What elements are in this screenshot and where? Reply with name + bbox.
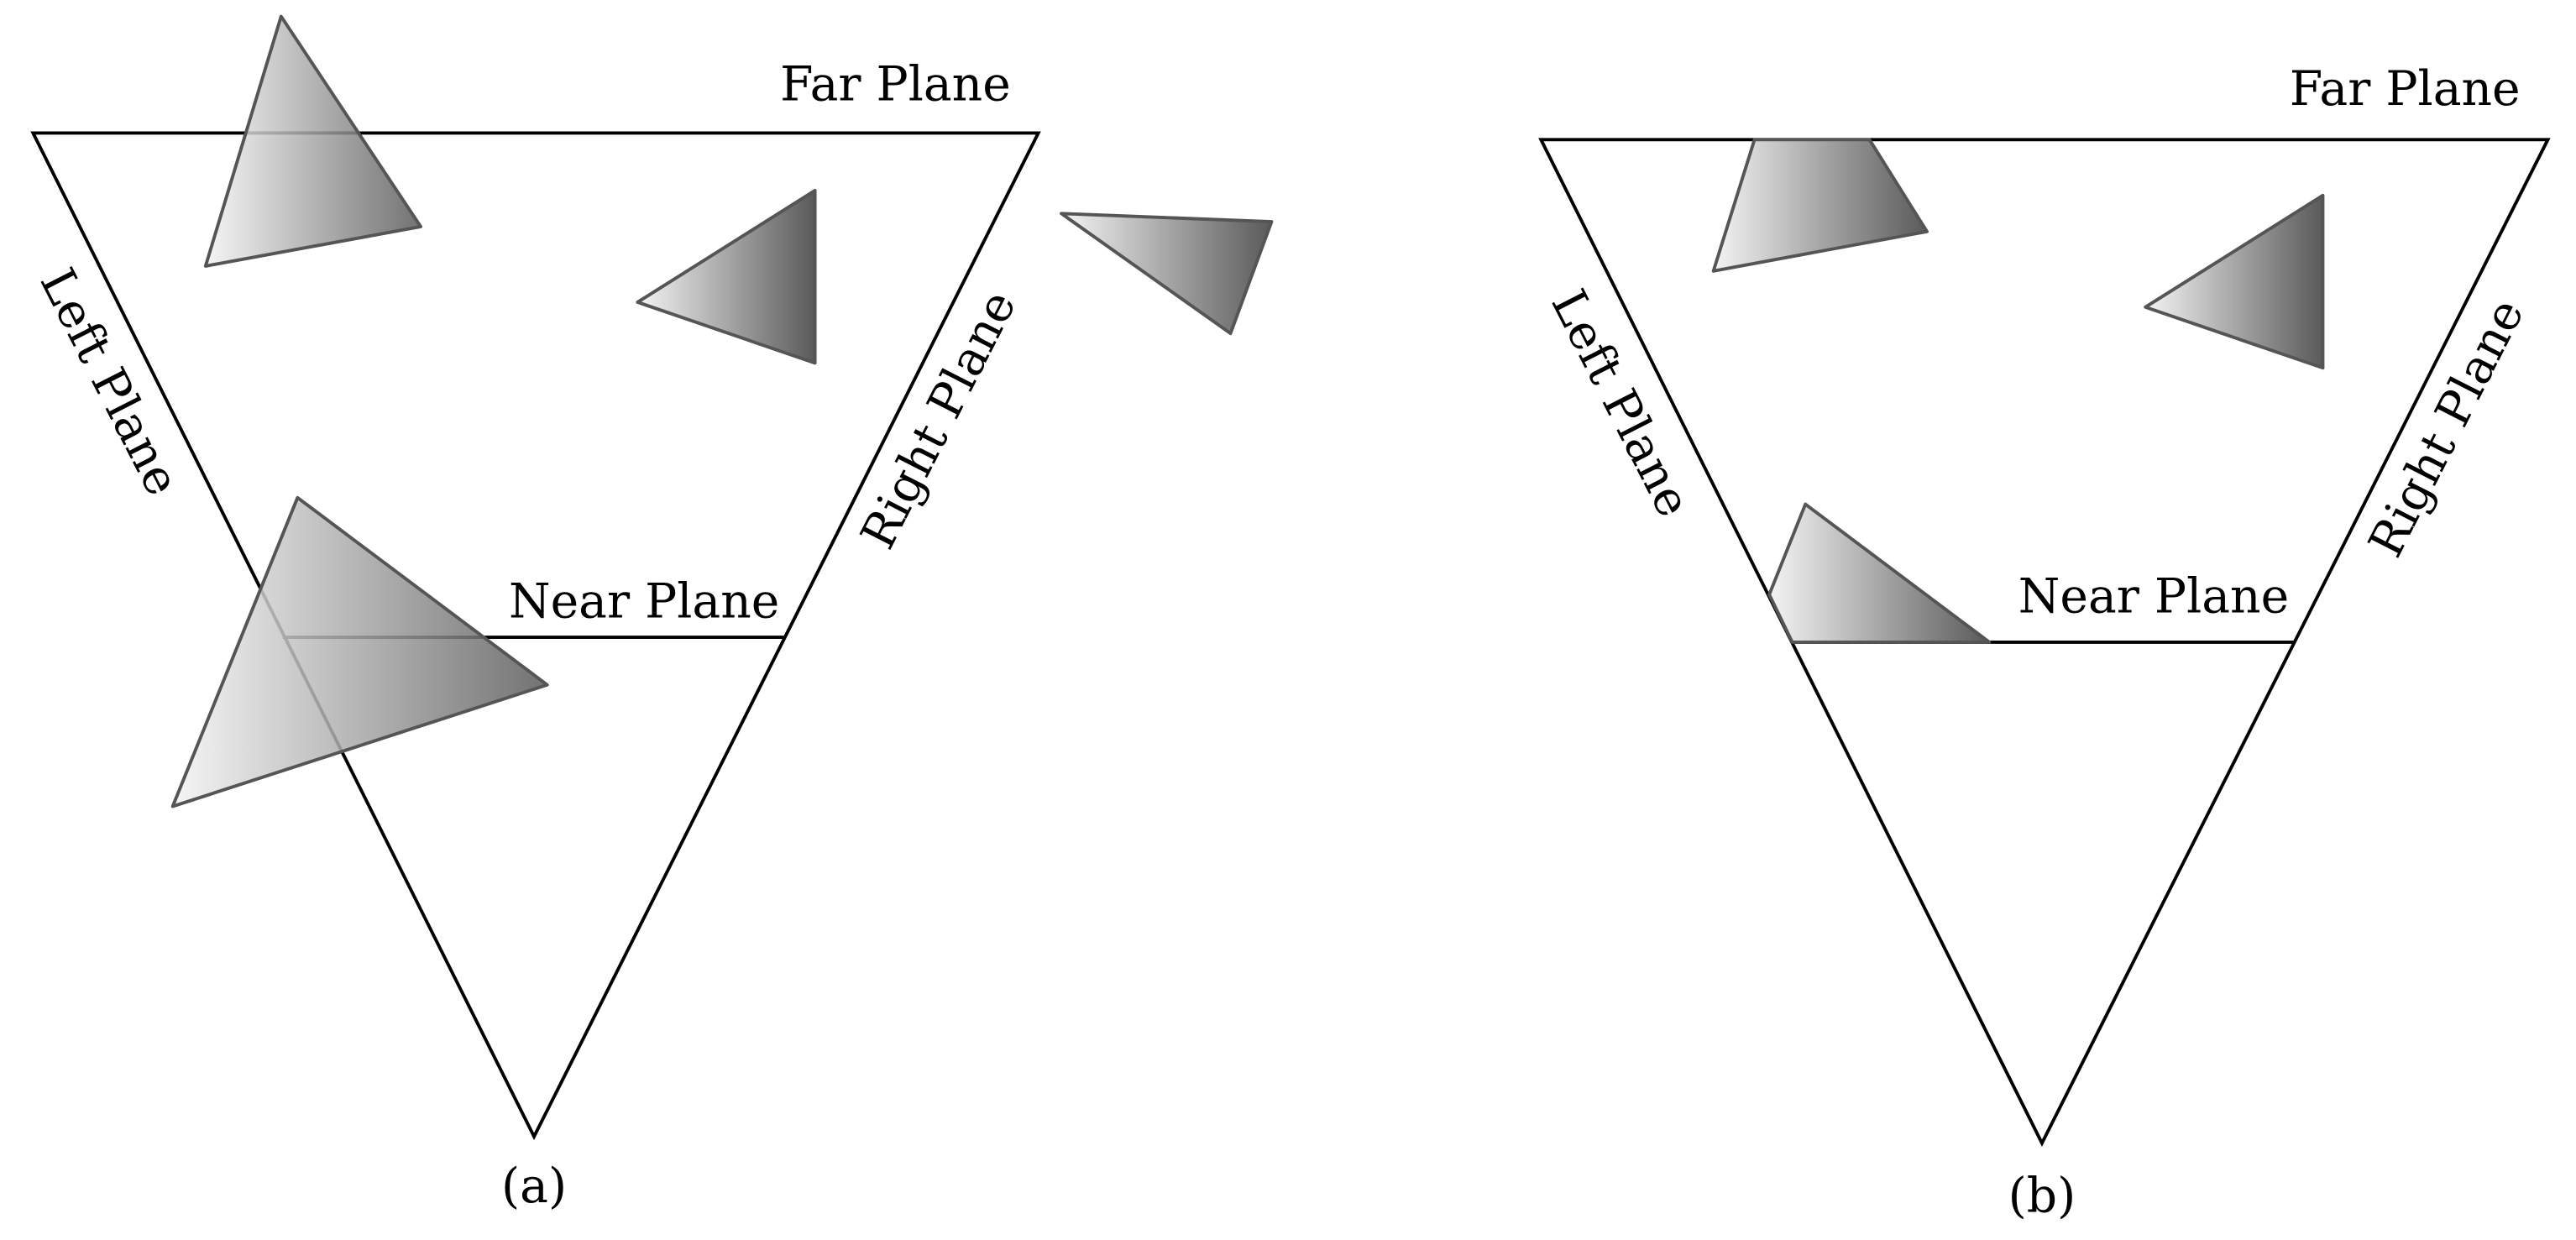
clipped-triangle-far: [1711, 138, 1929, 273]
caption-a: (a): [501, 1159, 567, 1214]
triangle-inside: [636, 188, 817, 365]
left-plane-label-a: Left Plane: [29, 259, 191, 504]
caption-b: (b): [2008, 1169, 2076, 1224]
frustum-a: [30, 131, 1041, 1141]
clipped-triangle-near: [1767, 502, 1992, 644]
left-plane-label-b: Left Plane: [1540, 281, 1701, 526]
triangle-outside: [1060, 212, 1274, 336]
near-plane-label-b: Near Plane: [2018, 569, 2289, 625]
triangle-partial-far: [203, 14, 423, 268]
panel-a: Far Plane Near Plane Left Plane Right Pl…: [29, 14, 1274, 1214]
panel-b: Far Plane Near Plane Left Plane Right Pl…: [1538, 61, 2551, 1224]
far-plane-label-a: Far Plane: [780, 56, 1011, 112]
right-plane-label-b: Right Plane: [2358, 290, 2535, 566]
near-plane-label-a: Near Plane: [509, 574, 779, 630]
triangle-inside-b: [2144, 193, 2325, 370]
right-plane-label-a: Right Plane: [851, 282, 1028, 557]
far-plane-label-b: Far Plane: [2290, 61, 2521, 117]
triangle-partial-near: [170, 495, 549, 808]
